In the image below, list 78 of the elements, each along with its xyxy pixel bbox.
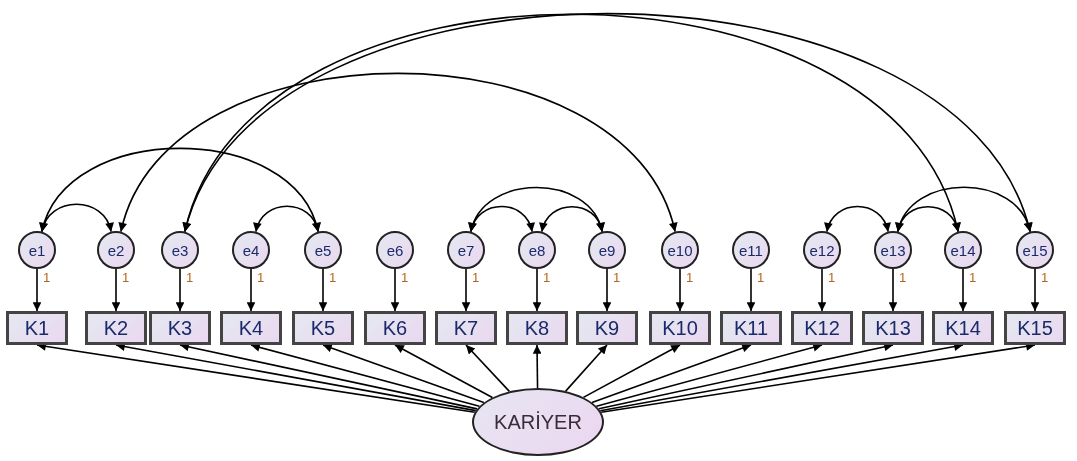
covariance-arc: [896, 205, 960, 233]
edge-label: 1: [43, 271, 51, 284]
covariance-arc: [40, 147, 320, 233]
observed-variable-box: K2: [85, 311, 147, 345]
error-circle: e9: [588, 231, 626, 269]
edge-label: 1: [613, 271, 621, 284]
path-arrow: [1030, 268, 1040, 312]
path-arrow: [582, 344, 681, 399]
latent-variable-ellipse: KARİYER: [472, 388, 604, 456]
error-circle: e11: [732, 231, 770, 269]
edge-label: 1: [472, 271, 480, 284]
path-arrow: [602, 268, 612, 312]
error-circle: e8: [518, 231, 556, 269]
edge-label: 1: [1041, 271, 1049, 284]
error-circle: e13: [874, 231, 912, 269]
edge-label: 1: [257, 271, 265, 284]
observed-variable-box: K1: [6, 311, 68, 345]
path-arrow: [746, 268, 756, 312]
observed-variable-box: K9: [576, 311, 638, 345]
error-circle: e14: [944, 231, 982, 269]
error-circle: e2: [97, 231, 135, 269]
covariance-arc: [825, 205, 890, 233]
observed-variable-box: K13: [862, 311, 924, 345]
observed-variable-box: K10: [649, 311, 711, 345]
observed-variable-box: K8: [506, 311, 568, 345]
path-arrow: [318, 268, 328, 312]
error-circle: e6: [376, 231, 414, 269]
observed-variable-box: K12: [791, 311, 853, 345]
edge-label: 1: [186, 271, 194, 284]
path-arrow: [591, 343, 752, 404]
covariance-arc: [896, 186, 1032, 233]
path-arrow: [461, 268, 471, 312]
observed-variable-box: K6: [364, 311, 426, 345]
covariance-arc: [469, 205, 534, 233]
path-arrow: [958, 268, 968, 312]
edge-label: 1: [757, 271, 765, 284]
observed-variable-box: K4: [220, 311, 282, 345]
observed-variable-box: K14: [932, 311, 994, 345]
error-circle: e10: [661, 231, 699, 269]
path-arrow: [250, 343, 481, 408]
edge-label: 1: [122, 271, 130, 284]
path-arrow: [246, 268, 256, 312]
error-circle: e15: [1016, 231, 1054, 269]
edge-label: 1: [329, 271, 337, 284]
path-arrow: [675, 268, 685, 312]
edge-label: 1: [543, 271, 551, 284]
path-arrow: [175, 268, 185, 312]
path-arrow: [394, 344, 494, 399]
error-circle: e3: [161, 231, 199, 269]
observed-variable-box: K15: [1004, 311, 1066, 345]
path-arrow: [888, 268, 898, 312]
edge-label: 1: [401, 271, 409, 284]
observed-variable-box: K7: [435, 311, 497, 345]
covariance-arc: [120, 72, 676, 233]
path-arrow: [595, 343, 823, 407]
edge-label: 1: [969, 271, 977, 284]
error-circle: e1: [18, 231, 56, 269]
covariance-arc: [540, 205, 604, 233]
covariance-arc: [254, 205, 320, 233]
path-arrow: [32, 268, 42, 312]
observed-variable-box: K5: [292, 311, 354, 345]
error-circle: e4: [232, 231, 270, 269]
error-circle: e5: [304, 231, 342, 269]
edge-label: 1: [686, 271, 694, 284]
covariance-arc: [469, 186, 604, 233]
observed-variable-box: K3: [149, 311, 211, 345]
path-arrow: [817, 268, 827, 312]
path-arrow: [322, 343, 485, 404]
observed-variable-box: K11: [720, 311, 782, 345]
path-arrow: [532, 268, 542, 312]
error-circle: e7: [447, 231, 485, 269]
path-arrow: [111, 268, 121, 312]
path-arrow: [390, 268, 400, 312]
error-circle: e12: [803, 231, 841, 269]
path-arrow: [532, 344, 542, 389]
edge-label: 1: [828, 271, 836, 284]
covariance-arc: [40, 203, 113, 233]
edge-label: 1: [899, 271, 907, 284]
